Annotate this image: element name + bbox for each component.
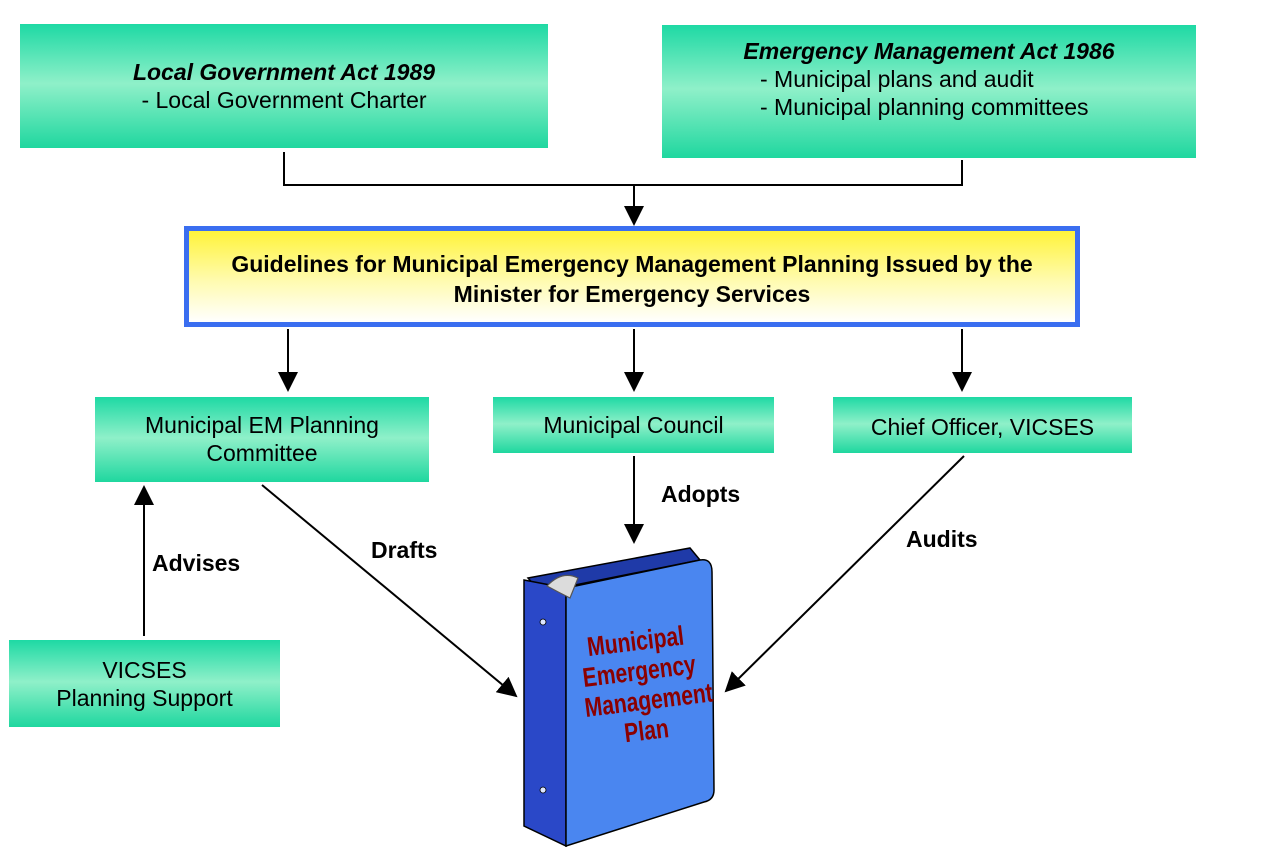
label-audits: Audits xyxy=(906,526,978,552)
ema-line2: - Municipal planning committees xyxy=(760,94,1089,120)
emergency-management-act-box: Emergency Management Act 1986 - Municipa… xyxy=(662,25,1196,158)
support-line2: Planning Support xyxy=(56,685,233,711)
municipal-council-box: Municipal Council xyxy=(493,397,774,453)
lga-title: Local Government Act 1989 xyxy=(132,59,436,85)
label-advises: Advises xyxy=(152,550,241,576)
planning-committee-box: Municipal EM Planning Committee xyxy=(95,397,429,482)
guidelines-line1: Guidelines for Municipal Emergency Manag… xyxy=(231,251,880,277)
guidelines-line2: Issued by the Minister for Emergency Ser… xyxy=(453,251,1033,307)
ema-title: Emergency Management Act 1986 xyxy=(743,38,1115,64)
council-line1: Municipal Council xyxy=(543,412,724,438)
arrow-drafts xyxy=(261,484,518,698)
arrow-audits xyxy=(724,455,965,693)
label-drafts: Drafts xyxy=(371,537,438,563)
label-adopts: Adopts xyxy=(661,481,741,507)
merge-connector xyxy=(283,152,963,186)
chief-officer-box: Chief Officer, VICSES xyxy=(833,397,1132,453)
support-line1: VICSES xyxy=(102,657,187,683)
guidelines-box: Guidelines for Municipal Emergency Manag… xyxy=(184,226,1080,327)
vicses-planning-support-box: VICSES Planning Support xyxy=(9,640,280,727)
binder-line4: Plan xyxy=(622,713,671,749)
binder-label: Municipal Emergency Management Plan xyxy=(576,619,714,752)
committee-line2: Committee xyxy=(206,440,318,466)
local-government-act-box: Local Government Act 1989 - Local Govern… xyxy=(20,24,548,148)
committee-line1: Municipal EM Planning xyxy=(145,412,379,438)
ema-line1: - Municipal plans and audit xyxy=(760,66,1034,92)
lga-line1: - Local Government Charter xyxy=(141,87,427,113)
chief-line1: Chief Officer, VICSES xyxy=(870,414,1095,440)
